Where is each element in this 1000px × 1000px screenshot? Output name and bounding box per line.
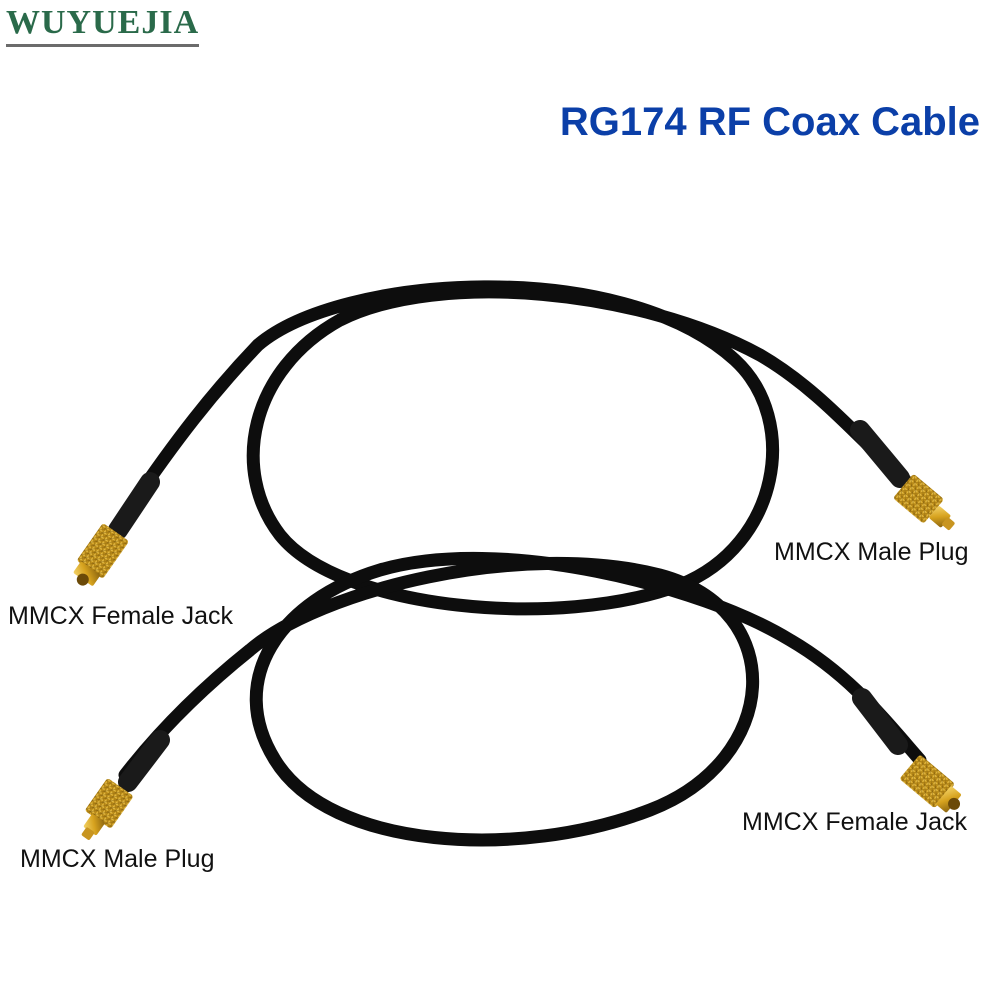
cable-2 <box>81 551 961 847</box>
brand-logo: WUYUEJIA <box>6 4 200 47</box>
cable-1-wire <box>118 280 912 616</box>
mmcx-female-jack-connector <box>900 755 961 813</box>
cable-1 <box>73 280 955 616</box>
label-cable-2-right: MMCX Female Jack <box>742 808 968 836</box>
mmcx-female-jack-connector <box>73 524 128 586</box>
label-cable-1-right: MMCX Male Plug <box>774 538 969 566</box>
product-title: RG174 RF Coax Cable <box>559 100 980 144</box>
cable-2-wire <box>118 551 927 847</box>
label-cable-2-left: MMCX Male Plug <box>20 845 215 873</box>
mmcx-male-plug-connector <box>81 778 133 840</box>
label-cable-1-left: MMCX Female Jack <box>8 602 234 630</box>
mmcx-male-plug-connector <box>894 474 955 531</box>
